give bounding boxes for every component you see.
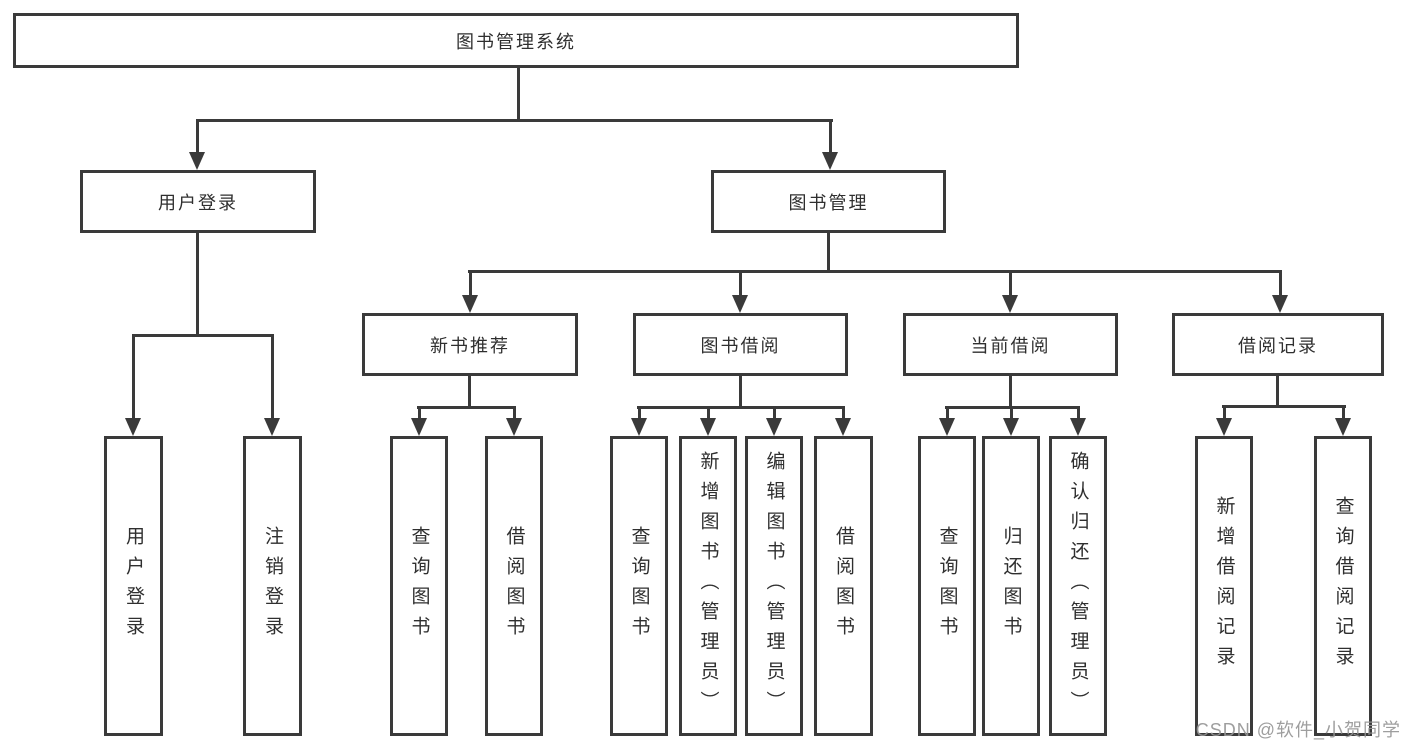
arrow-down-icon bbox=[631, 409, 647, 436]
leaf-records-add-record-label: 新增借阅记录 bbox=[1213, 496, 1235, 676]
watermark: CSDN @软件_小贺同学 bbox=[1195, 720, 1401, 740]
leaf-logout: 注销登录 bbox=[243, 436, 302, 736]
node-new-book-recommendation-label: 新书推荐 bbox=[430, 335, 510, 356]
arrow-down-icon bbox=[264, 337, 280, 436]
leaf-records-query-record-label: 查询借阅记录 bbox=[1332, 496, 1354, 676]
leaf-borrowing-add-books-admin: 新增图书（管理员） bbox=[679, 436, 737, 736]
arrow-down-icon bbox=[506, 409, 522, 436]
leaf-recommend-borrow-books-label: 借阅图书 bbox=[503, 526, 525, 646]
node-book-management-label: 图书管理 bbox=[788, 192, 869, 213]
arrow-down-icon bbox=[835, 409, 851, 436]
node-current-borrowing: 当前借阅 bbox=[903, 313, 1118, 376]
leaf-records-query-record: 查询借阅记录 bbox=[1314, 436, 1372, 736]
connector-records-rail bbox=[1222, 405, 1346, 408]
leaf-user-login-label: 用户登录 bbox=[123, 526, 144, 646]
connector-records-stem bbox=[1276, 375, 1279, 408]
leaf-recommend-query-books: 查询图书 bbox=[390, 436, 448, 736]
connector-recommend-stem bbox=[468, 375, 471, 409]
node-borrowing-records-label: 借阅记录 bbox=[1238, 335, 1318, 356]
leaf-logout-label: 注销登录 bbox=[262, 526, 283, 646]
leaf-borrowing-edit-books-admin: 编辑图书（管理员） bbox=[745, 436, 803, 736]
arrow-down-icon bbox=[822, 122, 838, 170]
leaf-current-confirm-return-admin: 确认归还（管理员） bbox=[1049, 436, 1107, 736]
arrow-down-icon bbox=[1216, 408, 1232, 436]
node-root: 图书管理系统 bbox=[13, 13, 1019, 68]
node-new-book-recommendation: 新书推荐 bbox=[362, 313, 578, 376]
connector-user-login-rail bbox=[132, 334, 274, 337]
arrow-down-icon bbox=[1272, 273, 1288, 313]
leaf-user-login: 用户登录 bbox=[104, 436, 163, 736]
arrow-down-icon bbox=[1335, 408, 1351, 436]
connector-recommend-rail bbox=[417, 406, 516, 409]
connector-book-management-stem bbox=[827, 232, 830, 273]
node-user-login-label: 用户登录 bbox=[158, 192, 238, 213]
arrow-down-icon bbox=[411, 409, 427, 436]
arrow-down-icon bbox=[1003, 409, 1019, 436]
leaf-current-return-books: 归还图书 bbox=[982, 436, 1040, 736]
node-user-login: 用户登录 bbox=[80, 170, 316, 233]
connector-level1-rail bbox=[196, 119, 833, 122]
node-current-borrowing-label: 当前借阅 bbox=[970, 335, 1051, 356]
arrow-down-icon bbox=[766, 409, 782, 436]
leaf-current-query-books: 查询图书 bbox=[918, 436, 976, 736]
arrow-down-icon bbox=[700, 409, 716, 436]
node-book-borrowing: 图书借阅 bbox=[633, 313, 848, 376]
connector-root-stem bbox=[517, 66, 520, 122]
leaf-current-confirm-return-admin-label: 确认归还（管理员） bbox=[1067, 451, 1089, 721]
connector-borrowing-stem bbox=[739, 375, 742, 409]
leaf-records-add-record: 新增借阅记录 bbox=[1195, 436, 1253, 736]
arrow-down-icon bbox=[125, 337, 141, 436]
leaf-borrowing-edit-books-admin-label: 编辑图书（管理员） bbox=[763, 451, 785, 721]
connector-user-login-stem bbox=[196, 232, 199, 337]
leaf-borrowing-borrow-books-label: 借阅图书 bbox=[833, 526, 854, 646]
connector-current-rail bbox=[945, 406, 1080, 409]
node-borrowing-records: 借阅记录 bbox=[1172, 313, 1384, 376]
leaf-current-query-books-label: 查询图书 bbox=[936, 526, 958, 646]
connector-current-stem bbox=[1009, 375, 1012, 409]
arrow-down-icon bbox=[189, 122, 205, 170]
connector-level2-rail bbox=[468, 270, 1282, 273]
node-root-label: 图书管理系统 bbox=[456, 31, 576, 52]
arrow-down-icon bbox=[939, 409, 955, 436]
arrow-down-icon bbox=[1002, 273, 1018, 313]
arrow-down-icon bbox=[462, 273, 478, 313]
arrow-down-icon bbox=[1070, 409, 1086, 436]
leaf-borrowing-borrow-books: 借阅图书 bbox=[814, 436, 873, 736]
leaf-recommend-borrow-books: 借阅图书 bbox=[485, 436, 543, 736]
leaf-borrowing-query-books-label: 查询图书 bbox=[628, 526, 650, 646]
node-book-borrowing-label: 图书借阅 bbox=[700, 335, 781, 356]
node-book-management: 图书管理 bbox=[711, 170, 946, 233]
leaf-borrowing-query-books: 查询图书 bbox=[610, 436, 668, 736]
connector-borrowing-rail bbox=[637, 406, 845, 409]
leaf-current-return-books-label: 归还图书 bbox=[1000, 526, 1022, 646]
leaf-borrowing-add-books-admin-label: 新增图书（管理员） bbox=[697, 451, 719, 721]
arrow-down-icon bbox=[732, 273, 748, 313]
leaf-recommend-query-books-label: 查询图书 bbox=[408, 526, 430, 646]
